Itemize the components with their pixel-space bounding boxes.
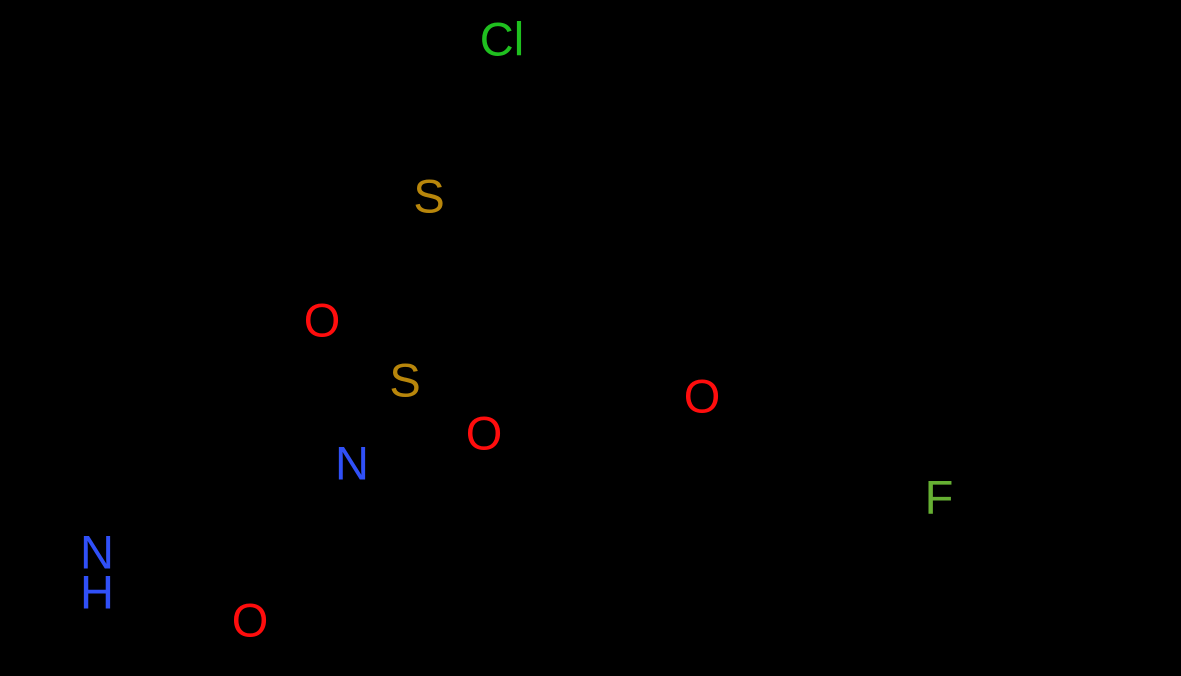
bond-aromatic-right-1 [797, 397, 883, 443]
atom-label-n-amide-hydrogen: H [80, 566, 114, 619]
bond-bottom-2 [517, 542, 563, 643]
bond-aromatic-upper-11 [437, 219, 483, 258]
bond-left-arm-3 [27, 192, 98, 393]
bond-upper-right-2 [742, 137, 833, 183]
bond-lower-right-2 [1057, 437, 1123, 533]
bond-lactam-6 [237, 415, 255, 563]
bond-top-left-1 [27, 117, 113, 198]
bond-aromatic-upper-7 [627, 185, 646, 267]
bond-s1-to-ring [342, 212, 407, 278]
bond-s2-o2-b [415, 409, 461, 446]
bond-aromatic-upper-3 [499, 127, 588, 168]
bond-aromatic-right-8 [809, 517, 887, 559]
atom-label-layer: Cl S O S O O N F N H O [80, 13, 953, 647]
bond-aromatic-upper-5 [582, 127, 663, 183]
bond-aromatic-upper-9 [477, 252, 563, 308]
atom-label-cl: Cl [480, 13, 524, 66]
atom-label-s-thioether: S [413, 170, 444, 223]
bond-s2-o1-a [335, 297, 392, 360]
bond-aromatic-upper-2 [452, 162, 505, 198]
bond-top-left-4 [277, 87, 363, 133]
bond-aromatic-right-3 [877, 397, 963, 443]
atom-label-f: F [925, 471, 954, 524]
bond-lower-right-4 [957, 437, 1063, 463]
bond-upper-right-3 [827, 137, 918, 183]
bond-chain-3 [517, 502, 603, 548]
bond-s2-o1-b [321, 311, 378, 374]
bond-o3-left [617, 327, 681, 385]
bond-upper-right-4 [912, 137, 1003, 183]
bond-upper-right-1 [657, 137, 748, 183]
bond-n1-left [249, 415, 330, 461]
bond-top-left-3 [197, 87, 283, 153]
bond-upper-right-5 [997, 137, 1088, 183]
bond-lower-right-3 [1057, 527, 1073, 623]
bond-lower-right-1 [1097, 337, 1123, 443]
bond-top-left-2 [107, 117, 203, 153]
bond-aromatic-right-2 [802, 415, 881, 459]
bond-aromatic-upper-8 [557, 267, 648, 308]
bond-chain-2 [437, 542, 523, 603]
bond-lactam-3 [119, 557, 203, 605]
atom-label-o-sulfonyl-1: O [304, 294, 341, 347]
bond-s1-to-chain [449, 211, 500, 253]
atom-label-o-sulfonyl-2: O [466, 407, 503, 460]
bond-chain-4 [597, 422, 683, 508]
bond-aromatic-right-7 [797, 527, 883, 573]
bond-upper-right-6 [1082, 137, 1163, 193]
bond-aromatic-right-6 [877, 527, 963, 573]
bond-lactam-4 [197, 587, 253, 605]
bond-top-left-5 [357, 92, 443, 133]
bond-bottom-1 [437, 597, 473, 663]
bond-s2-to-ring [422, 287, 503, 363]
bond-aromatic-upper-4 [509, 143, 591, 181]
atom-label-s-sulfonyl: S [389, 354, 420, 407]
bond-chain-1 [349, 562, 443, 603]
bond-amide-co-a [211, 593, 246, 630]
atom-label-n-sulfonamide: N [335, 437, 369, 490]
bond-lactam-5 [197, 557, 243, 605]
bond-left-arm-2 [7, 337, 98, 393]
bond-o3-right [724, 397, 803, 443]
atom-label-o-ether: O [684, 370, 721, 423]
atom-label-o-carbonyl: O [232, 594, 269, 647]
bond-lactam-1 [167, 415, 255, 458]
bond-amide-co-b [222, 581, 257, 618]
bond-upper-right-8 [1007, 297, 1103, 343]
bond-s2-n1 [360, 401, 393, 441]
bond-left-arm-1 [92, 387, 173, 458]
bond-upper-right-7 [997, 177, 1013, 303]
bond-layer [7, 67, 1163, 663]
atom-label-n-amide: N [80, 526, 114, 579]
bond-aromatic-upper-6 [642, 177, 663, 273]
bond-lactam-2 [94, 452, 173, 523]
bond-s2-o2-a [424, 394, 470, 431]
